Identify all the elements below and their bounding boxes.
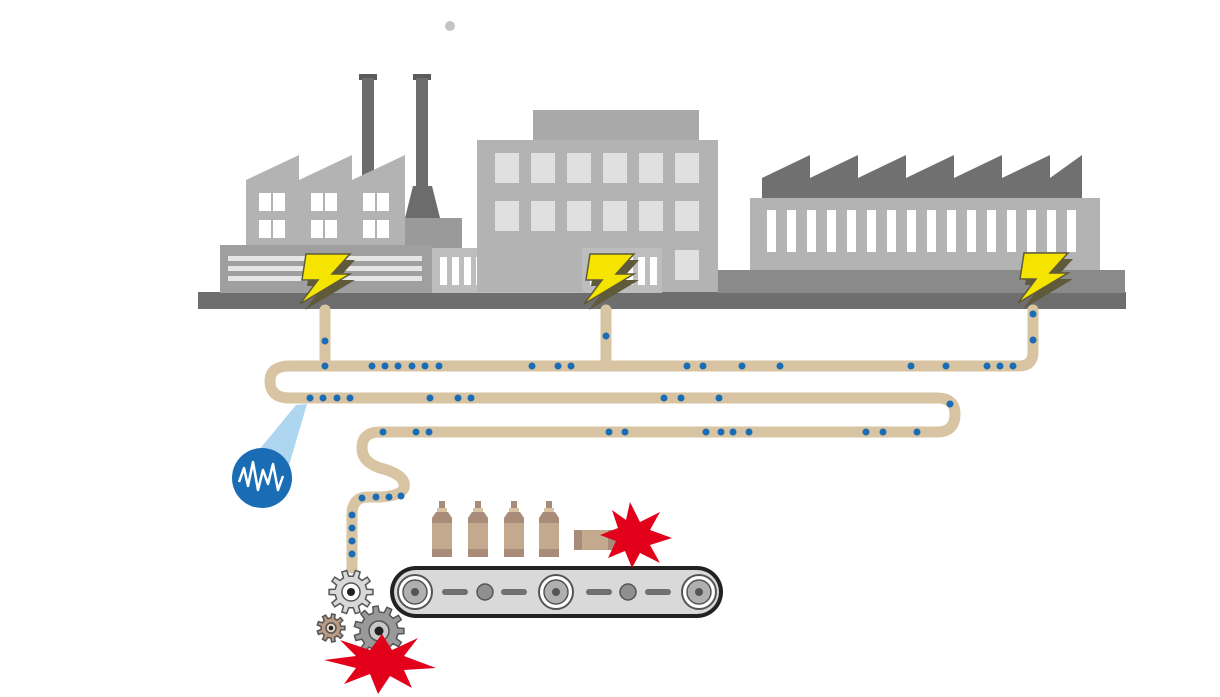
particle [321,337,329,345]
bottle [468,501,488,557]
gear-icon [328,569,374,615]
particle [738,362,746,370]
particle [358,494,366,502]
red-spark-icon [324,634,436,694]
particle [385,493,393,501]
power-pipe [264,304,1039,574]
ground-strip [198,292,1126,309]
particle [946,400,954,408]
particle [554,362,562,370]
particle [348,550,356,558]
gear-icon [316,613,346,643]
particle [306,394,314,402]
particle [879,428,887,436]
particle [1029,310,1037,318]
particle [321,362,329,370]
particle [421,362,429,370]
conveyor-belt [390,566,723,618]
particle [528,362,536,370]
particle [702,428,710,436]
particle [605,428,613,436]
gear-icon [353,605,405,657]
bottle [432,501,452,557]
particle [348,511,356,519]
smoke-puff [445,21,455,31]
particle [454,394,462,402]
particle [425,428,433,436]
particle [348,537,356,545]
particle [621,428,629,436]
particle [426,394,434,402]
bottle [539,501,559,557]
particle [348,524,356,532]
particle [1009,362,1017,370]
particle [408,362,416,370]
particle [983,362,991,370]
particle [942,362,950,370]
particle [729,428,737,436]
particle [381,362,389,370]
particle [913,428,921,436]
particle [715,394,723,402]
particle [745,428,753,436]
particle [379,428,387,436]
particle [333,394,341,402]
particle [567,362,575,370]
waveform-sensor-icon [232,404,307,508]
particle [346,394,354,402]
particle [677,394,685,402]
particle [602,332,610,340]
particle [660,394,668,402]
particle [368,362,376,370]
particle-flow [306,310,1037,558]
particle [319,394,327,402]
particle [1029,336,1037,344]
particle [372,493,380,501]
particle [683,362,691,370]
particle [394,362,402,370]
bottle [504,501,524,557]
particle [717,428,725,436]
particle [467,394,475,402]
red-spark-icon [600,502,672,568]
particle [996,362,1004,370]
particle [412,428,420,436]
particle [397,492,405,500]
particle [862,428,870,436]
particle [776,362,784,370]
particle [699,362,707,370]
particle [907,362,915,370]
particle [435,362,443,370]
